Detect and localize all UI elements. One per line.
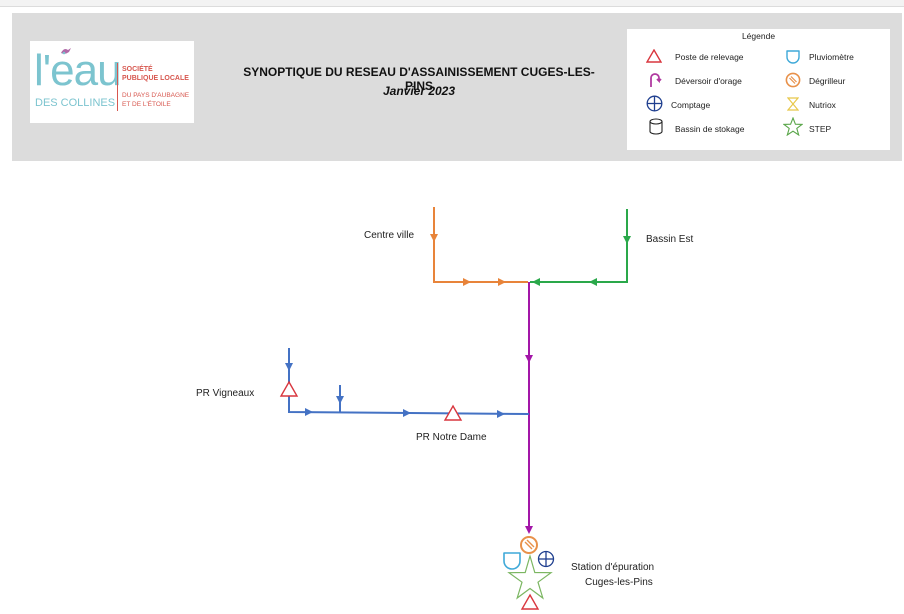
legend-item-label: Bassin de stokage (675, 124, 745, 134)
top-border (0, 0, 904, 7)
company-logo: l'eau DES COLLINES SOCIÉTÉ PUBLIQUE LOCA… (30, 41, 194, 123)
legend-box: Légende Poste de relevage Déversoir d'or… (627, 29, 890, 150)
pr-notre-dame-triangle-icon (443, 404, 463, 421)
logo-org-line2: PUBLIQUE LOCALE (122, 75, 189, 82)
pr-vigneaux-triangle-icon (279, 380, 299, 397)
star-icon (783, 117, 803, 136)
label-bassin-est: Bassin Est (646, 234, 694, 245)
station-triangle-icon (520, 593, 540, 610)
hourglass-icon (787, 97, 799, 111)
flow-arrow (532, 278, 540, 286)
legend-item-label: Comptage (671, 100, 711, 110)
vigneaux-pipe (288, 348, 530, 415)
header-banner: l'eau DES COLLINES SOCIÉTÉ PUBLIQUE LOCA… (12, 13, 902, 161)
logo-org-line4: ET DE L'ÉTOILE (122, 100, 171, 108)
page-title: SYNOPTIQUE DU RESEAU D'ASSAINISSEMENT CU… (243, 65, 595, 93)
flow-arrows-blue (285, 363, 505, 418)
logo-brand: l'eau (34, 46, 122, 95)
label-pr-notre-dame: PR Notre Dame (416, 432, 487, 443)
centre-ville-pipe (433, 207, 528, 283)
logo-org-region: DU PAYS D'AUBAGNE ET DE L'ÉTOILE (122, 92, 189, 109)
flow-arrow (525, 526, 533, 534)
legend-item-label: STEP (809, 124, 832, 134)
pluviometer-icon (786, 50, 800, 64)
weir-icon (650, 73, 662, 87)
legend-item-label: Pluviomètre (809, 52, 854, 62)
screen-icon (520, 536, 538, 554)
legend-title: Légende (741, 31, 776, 41)
flow-arrows-green (532, 236, 631, 286)
meter-icon (537, 550, 555, 568)
legend-item-label: Poste de relevage (675, 52, 744, 62)
label-centre-ville: Centre ville (364, 230, 415, 241)
page-subtitle: Janvier 2023 (382, 84, 456, 98)
legend-item-label: Dégrilleur (809, 76, 846, 86)
flow-arrow (589, 278, 597, 286)
flow-arrow (498, 278, 506, 286)
bassin-est-pipe (530, 209, 628, 283)
label-pr-vigneaux: PR Vigneaux (196, 388, 255, 399)
flow-arrow (285, 363, 293, 371)
logo-org-line1: SOCIÉTÉ (122, 66, 153, 73)
flow-arrows-orange (430, 234, 506, 286)
flow-arrow (403, 409, 411, 417)
flow-arrow (497, 410, 505, 418)
flow-arrow (623, 236, 631, 244)
bird-icon (61, 48, 71, 55)
logo-divider (117, 63, 118, 111)
triangle-icon (646, 49, 662, 63)
flow-arrows-purple (525, 355, 533, 534)
tank-icon (649, 118, 663, 135)
flow-arrow (336, 396, 344, 404)
flow-arrow (430, 234, 438, 242)
flow-arrow (525, 355, 533, 363)
meter-icon (646, 95, 663, 112)
logo-org-name: SOCIÉTÉ PUBLIQUE LOCALE (122, 65, 189, 83)
flow-arrow (305, 408, 313, 416)
logo-org-line3: DU PAYS D'AUBAGNE (122, 92, 190, 99)
legend-item-label: Nutriox (809, 100, 836, 110)
flow-arrow (463, 278, 471, 286)
station-cluster (503, 536, 555, 610)
screen-icon (785, 72, 801, 88)
logo-brand-sub: DES COLLINES (35, 97, 116, 109)
label-station-line1: Station d'épuration (571, 562, 655, 573)
pluviometer-icon (503, 552, 521, 570)
label-station-line2: Cuges-les-Pins (585, 577, 653, 588)
legend-item-label: Déversoir d'orage (675, 76, 742, 86)
step-star-icon (507, 553, 553, 600)
